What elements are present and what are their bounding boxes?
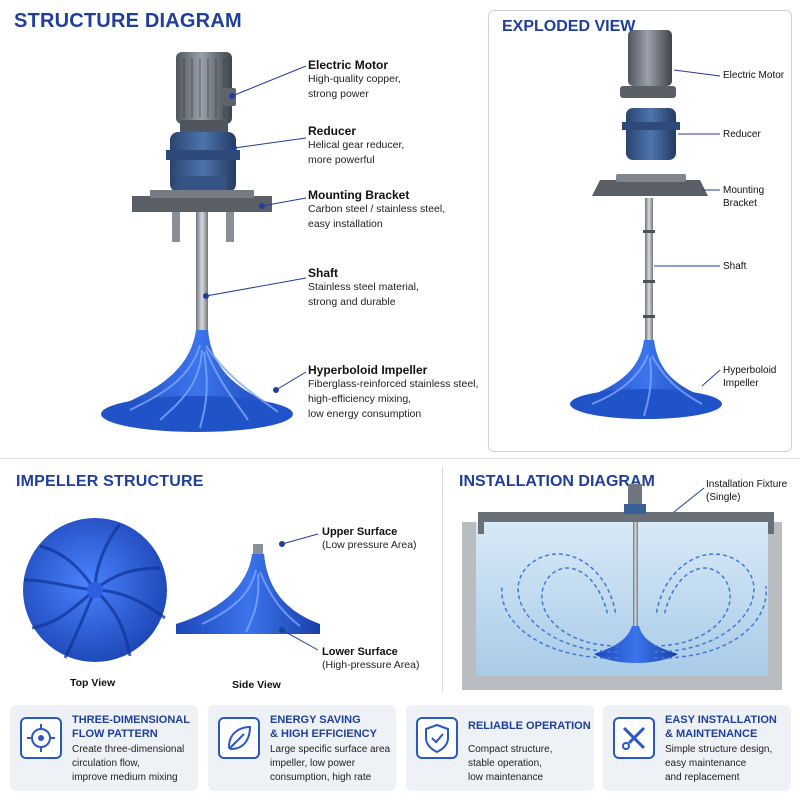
structure-machine-illustration	[101, 52, 307, 432]
wrench-screwdriver-icon	[613, 717, 655, 759]
feature-title: ENERGY SAVING& HIGH EFFICIENCY	[270, 714, 377, 740]
callout-hyperboloid-impeller: Hyperboloid Impeller Fiberglass-reinforc…	[308, 363, 478, 422]
feature-card-energy: ENERGY SAVING& HIGH EFFICIENCY Large spe…	[208, 705, 396, 791]
exploded-label-electric-motor: Electric Motor	[723, 70, 785, 81]
callout-title: Reducer	[308, 124, 357, 138]
side-view-label: Side View	[232, 679, 281, 691]
exploded-view-title: EXPLODED VIEW	[502, 18, 636, 35]
exploded-label-shaft: Shaft	[723, 261, 747, 272]
section-divider-vertical	[442, 466, 443, 692]
callout-desc: strong power	[308, 88, 369, 100]
feature-title: EASY INSTALLATION& MAINTENANCE	[665, 714, 777, 740]
feature-desc: Compact structure,stable operation,low m…	[468, 744, 553, 783]
callout-shaft: Shaft Stainless steel material, strong a…	[308, 266, 419, 310]
shield-check-icon	[416, 717, 458, 759]
impeller-top-view-illustration	[23, 518, 167, 662]
feature-card-installation: EASY INSTALLATION& MAINTENANCE Simple st…	[603, 705, 791, 791]
callout-desc: Carbon steel / stainless steel,	[308, 203, 446, 215]
leaf-icon	[218, 717, 260, 759]
fixture-line-2: (Single)	[706, 492, 741, 503]
callout-reducer: Reducer Helical gear reducer, more power…	[308, 124, 404, 168]
callout-title: Shaft	[308, 266, 338, 280]
exploded-view-illustration	[570, 30, 722, 419]
callout-desc: easy installation	[308, 218, 383, 230]
callout-desc: Fiberglass-reinforced stainless steel,	[308, 378, 479, 390]
callout-title: Electric Motor	[308, 58, 389, 72]
top-view-label: Top View	[70, 677, 116, 689]
impeller-structure-title: IMPELLER STRUCTURE	[16, 473, 204, 490]
callout-title: Lower Surface	[322, 646, 398, 658]
feature-card-reliable: RELIABLE OPERATION Compact structure,sta…	[406, 705, 594, 791]
callout-desc: high-efficiency mixing,	[308, 393, 412, 405]
fixture-line-1: Installation Fixture	[706, 479, 788, 490]
section-divider	[0, 458, 800, 459]
callout-desc: more powerful	[308, 154, 375, 166]
callout-electric-motor: Electric Motor High-quality copper, stro…	[308, 58, 401, 102]
callout-title: Upper Surface	[322, 526, 398, 538]
callout-desc: strong and durable	[308, 296, 396, 308]
exploded-label-mounting-bracket: Mounting Bracket	[723, 185, 765, 209]
callout-desc: (High-pressure Area)	[322, 659, 420, 671]
exploded-label-hyperboloid: Hyperboloid	[723, 365, 777, 376]
callout-desc: (Low pressure Area)	[322, 539, 417, 551]
impeller-leader-lines	[279, 533, 319, 651]
callout-desc: low energy consumption	[308, 408, 422, 420]
callout-mounting-bracket: Mounting Bracket Carbon steel / stainles…	[308, 188, 445, 232]
feature-desc: Simple structure design,easy maintenance…	[665, 744, 773, 783]
feature-title: RELIABLE OPERATION	[468, 720, 591, 732]
callout-desc: Stainless steel material,	[308, 281, 419, 293]
callout-desc: Helical gear reducer,	[308, 139, 405, 151]
impeller-side-view-illustration	[176, 544, 320, 634]
callout-title: Mounting Bracket	[308, 188, 410, 202]
exploded-label-reducer: Reducer	[723, 129, 761, 140]
callout-desc: High-quality copper,	[308, 73, 401, 85]
lower-surface-callout: Lower Surface (High-pressure Area)	[322, 646, 419, 673]
installation-tank-illustration	[462, 484, 782, 690]
flow-icon	[20, 717, 62, 759]
callout-title: Hyperboloid Impeller	[308, 363, 428, 377]
exploded-label-impeller: Impeller	[723, 378, 759, 389]
installation-diagram-title: INSTALLATION DIAGRAM	[459, 473, 655, 490]
upper-surface-callout: Upper Surface (Low pressure Area)	[322, 526, 417, 553]
exploded-view-panel	[488, 10, 792, 452]
installation-fixture-label: Installation Fixture (Single)	[706, 478, 787, 504]
structure-title: STRUCTURE DIAGRAM	[14, 10, 242, 32]
